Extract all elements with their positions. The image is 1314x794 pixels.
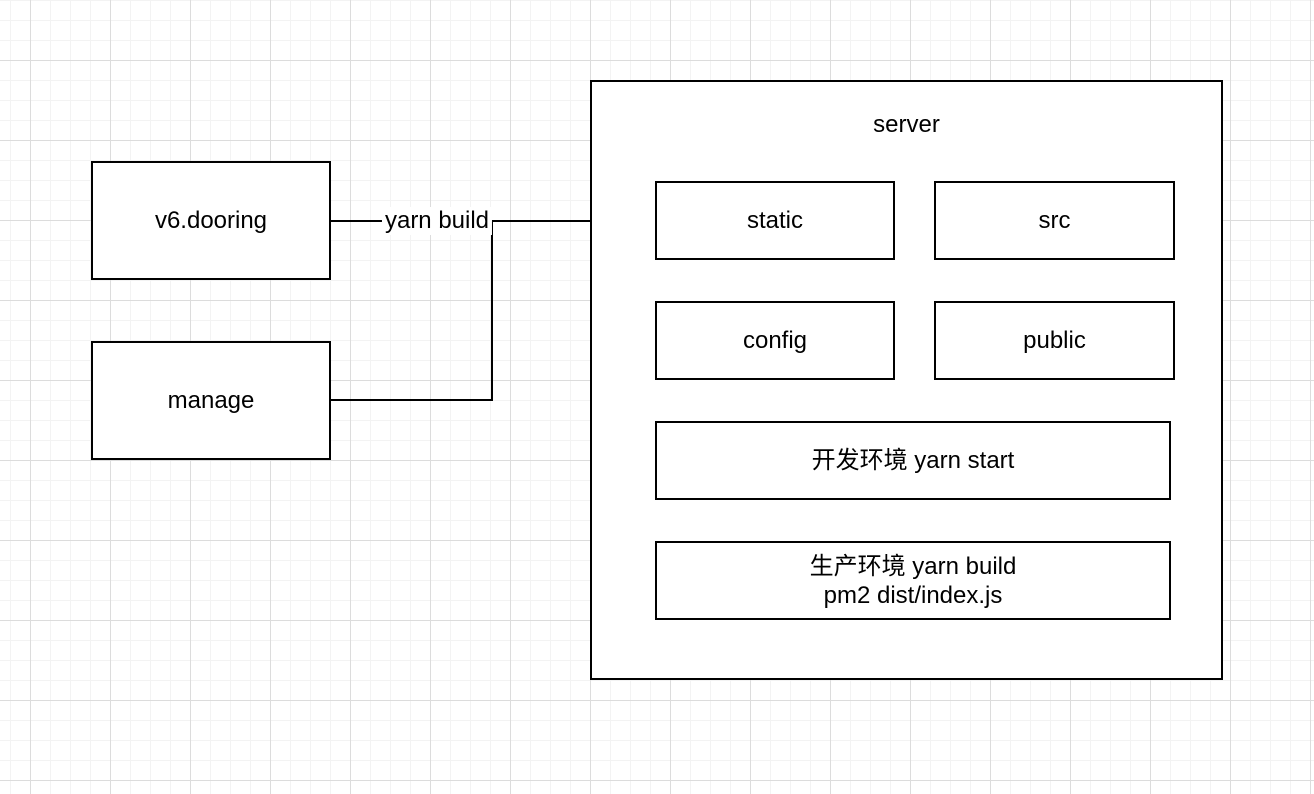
node-prod-env-label-line1: 生产环境 yarn build: [809, 552, 1017, 580]
node-config-label: config: [742, 327, 808, 354]
node-public-label: public: [1023, 327, 1086, 354]
node-v6dooring[interactable]: v6.dooring: [91, 161, 331, 280]
node-dev-env-label: 开发环境 yarn start: [811, 447, 1015, 474]
node-prod-env-label-line2: pm2 dist/index.js: [823, 581, 1003, 609]
node-v6dooring-label: v6.dooring: [154, 207, 268, 234]
connector-manage-to-static[interactable]: [331, 221, 493, 401]
edge-label-yarn-build[interactable]: yarn build: [381, 207, 493, 235]
node-prod-env[interactable]: 生产环境 yarn build pm2 dist/index.js: [655, 541, 1171, 620]
node-src-label: src: [1038, 207, 1071, 234]
node-server-title: server: [873, 111, 940, 138]
node-server-container[interactable]: server static src config public 开发环境 yar…: [590, 80, 1223, 680]
node-static[interactable]: static: [655, 181, 895, 260]
node-src[interactable]: src: [934, 181, 1175, 260]
node-static-label: static: [746, 207, 803, 234]
node-public[interactable]: public: [934, 301, 1175, 380]
node-dev-env[interactable]: 开发环境 yarn start: [655, 421, 1171, 500]
node-manage-label: manage: [167, 387, 255, 414]
node-manage[interactable]: manage: [91, 341, 331, 460]
node-config[interactable]: config: [655, 301, 895, 380]
